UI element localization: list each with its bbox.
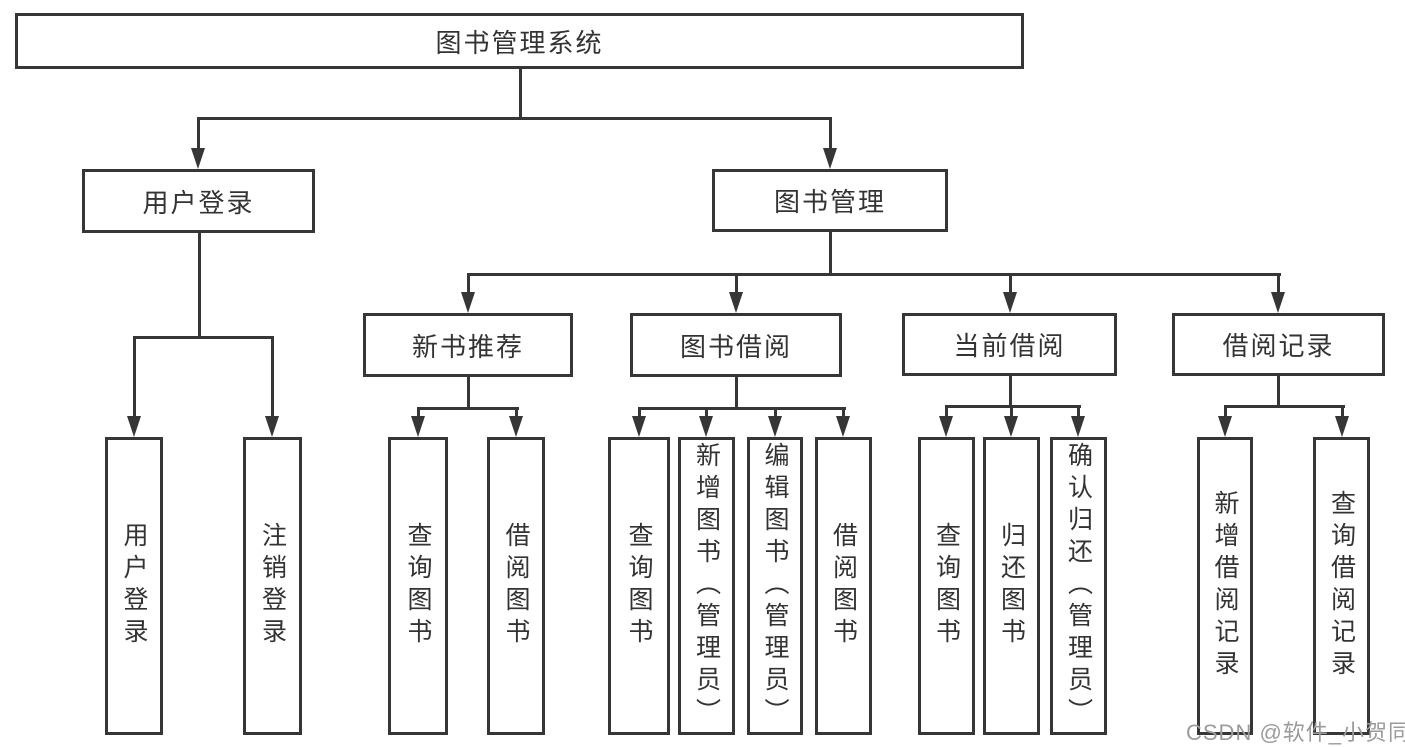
edge-current-borrow-stem: [1009, 376, 1012, 408]
arrow-to-leaf-query-b: [632, 416, 646, 437]
arrow-to-leaf-logout: [265, 416, 279, 437]
edge-new-book-rec-bus: [417, 407, 519, 410]
edge-current-borrow-bus: [945, 405, 1081, 408]
leaf-user-login: 用户登录: [105, 437, 163, 735]
edge-to-leaf-add-record: [1224, 405, 1227, 419]
arrow-to-leaf-add-record: [1218, 416, 1232, 437]
node-borrow-record-label: 借阅记录: [1222, 331, 1335, 361]
edge-to-borrow-record: [1277, 273, 1280, 295]
arrow-to-leaf-query-record: [1335, 416, 1349, 437]
leaf-return-book: 归还图书: [983, 437, 1040, 735]
edge-to-leaf-edit-book: [774, 407, 777, 419]
edge-new-book-rec-stem: [467, 377, 470, 410]
leaf-edit-book: 编辑图书（管理员）: [747, 437, 803, 735]
node-user-login-label: 用户登录: [142, 187, 255, 218]
arrow-to-user-login: [191, 148, 205, 169]
arrow-to-leaf-user-login: [127, 416, 141, 437]
arrow-to-book-borrow: [729, 292, 743, 313]
edge-to-leaf-query-record: [1341, 405, 1344, 419]
node-book-borrow-label: 图书借阅: [679, 331, 792, 362]
node-new-book-rec-label: 新书推荐: [411, 331, 524, 362]
leaf-add-record: 新增借阅记录: [1197, 437, 1253, 735]
leaf-add-record-label: 新增借阅记录: [1211, 490, 1239, 682]
edge-borrow-record-stem: [1277, 376, 1280, 408]
leaf-borrow-book-b-label: 借阅图书: [829, 522, 858, 650]
edge-level3-bus: [467, 273, 1281, 276]
leaf-borrow-book-a: 借阅图书: [487, 437, 545, 735]
edge-to-leaf-confirm: [1077, 405, 1080, 419]
edge-root-stem: [519, 69, 522, 120]
csdn-watermark: CSDN @软件_小贺同学: [1186, 720, 1405, 745]
leaf-query-book-b: 查询图书: [608, 437, 670, 735]
leaf-logout: 注销登录: [243, 437, 302, 735]
leaf-query-record-label: 查询借阅记录: [1327, 490, 1356, 682]
node-book-mgmt: 图书管理: [712, 169, 948, 232]
leaf-confirm-return: 确认归还（管理员）: [1050, 437, 1107, 735]
node-current-borrow: 当前借阅: [902, 313, 1117, 376]
edge-user-login-stem: [198, 233, 201, 339]
arrow-to-borrow-record: [1271, 292, 1285, 313]
leaf-borrow-book-a-label: 借阅图书: [502, 522, 530, 650]
leaf-user-login-label: 用户登录: [120, 522, 148, 650]
arrow-to-new-book-rec: [461, 292, 475, 313]
edge-to-leaf-logout: [271, 336, 274, 421]
node-root-label: 图书管理系统: [435, 27, 604, 58]
leaf-query-book-c-label: 查询图书: [932, 522, 961, 650]
edge-book-borrow-bus: [638, 407, 846, 410]
node-new-book-rec: 新书推荐: [363, 313, 573, 377]
edge-to-leaf-borrow-b: [842, 407, 845, 419]
edge-to-user-login: [197, 117, 200, 151]
leaf-borrow-book-b: 借阅图书: [815, 437, 872, 735]
arrow-to-leaf-return: [1004, 416, 1018, 437]
node-user-login: 用户登录: [82, 169, 315, 233]
edge-user-login-bus: [133, 336, 274, 339]
arrow-to-book-mgmt: [823, 148, 837, 169]
node-current-borrow-label: 当前借阅: [953, 331, 1066, 361]
leaf-query-book-a: 查询图书: [388, 437, 448, 735]
leaf-confirm-return-label: 确认归还（管理员）: [1064, 442, 1093, 730]
leaf-logout-label: 注销登录: [258, 522, 287, 650]
edge-book-borrow-stem: [735, 377, 738, 410]
arrow-to-leaf-edit-book: [768, 416, 782, 437]
leaf-query-book-a-label: 查询图书: [404, 522, 432, 650]
edge-book-mgmt-stem: [829, 232, 832, 276]
edge-level1-bus: [197, 117, 831, 120]
edge-to-leaf-query-a: [417, 407, 420, 419]
edge-to-leaf-return: [1010, 405, 1013, 419]
arrow-to-leaf-borrow-b: [836, 416, 850, 437]
edge-to-leaf-query-c: [945, 405, 948, 419]
leaf-return-book-label: 归还图书: [997, 522, 1026, 650]
edge-to-leaf-user-login: [133, 336, 136, 421]
leaf-query-book-b-label: 查询图书: [625, 522, 653, 650]
edge-to-leaf-borrow-a: [515, 407, 518, 419]
edge-to-leaf-add-book: [705, 407, 708, 419]
edge-to-current-borrow: [1009, 273, 1012, 295]
leaf-edit-book-label: 编辑图书（管理员）: [761, 442, 789, 730]
arrow-to-leaf-query-a: [411, 416, 425, 437]
leaf-query-record: 查询借阅记录: [1313, 437, 1370, 735]
edge-to-book-borrow: [735, 273, 738, 295]
edge-borrow-record-bus: [1224, 405, 1345, 408]
edge-to-book-mgmt: [829, 117, 832, 151]
edge-to-leaf-query-b: [638, 407, 641, 419]
leaf-add-book: 新增图书（管理员）: [678, 437, 735, 735]
leaf-add-book-label: 新增图书（管理员）: [692, 442, 721, 730]
node-borrow-record: 借阅记录: [1172, 313, 1385, 376]
node-root: 图书管理系统: [15, 13, 1024, 69]
arrow-to-leaf-add-book: [699, 416, 713, 437]
arrow-to-leaf-borrow-a: [509, 416, 523, 437]
edge-to-new-book-rec: [467, 273, 470, 295]
arrow-to-leaf-confirm: [1071, 416, 1085, 437]
arrow-to-current-borrow: [1003, 292, 1017, 313]
node-book-borrow: 图书借阅: [630, 313, 842, 377]
leaf-query-book-c: 查询图书: [918, 437, 975, 735]
arrow-to-leaf-query-c: [939, 416, 953, 437]
node-book-mgmt-label: 图书管理: [773, 187, 886, 217]
